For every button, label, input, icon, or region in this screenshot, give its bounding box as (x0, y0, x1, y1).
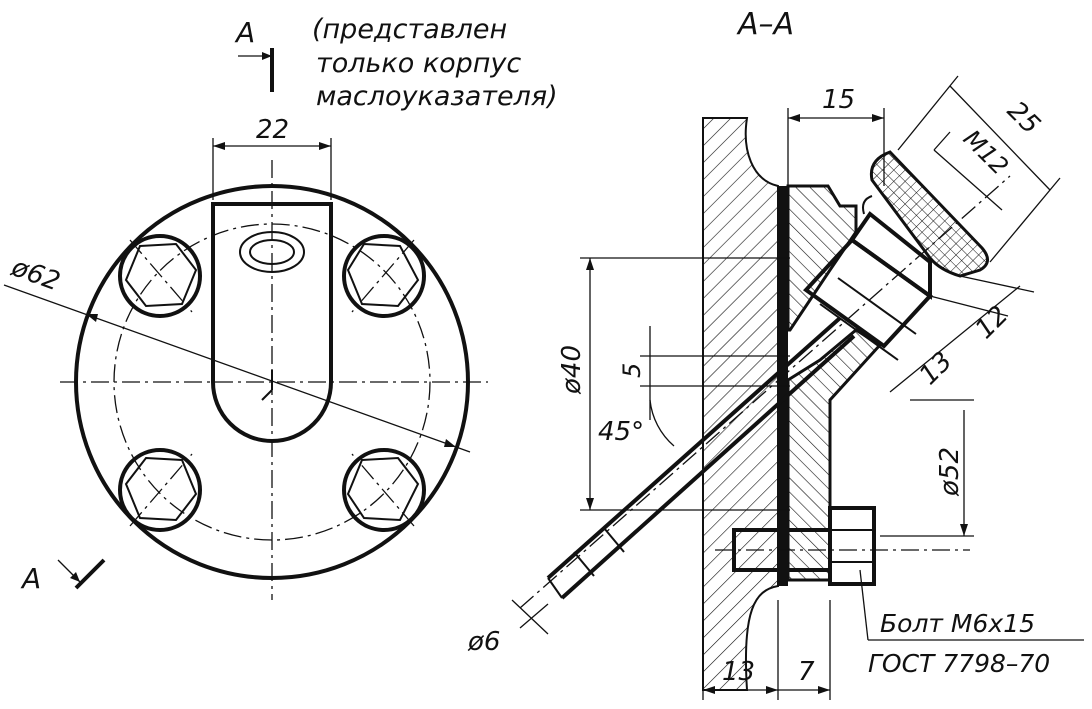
dimension-45deg-label: 45° (598, 417, 644, 447)
dimension-m12-label: M12 (958, 124, 1014, 180)
knurled-knob (849, 150, 989, 300)
dimension-7-label: 7 (798, 657, 815, 687)
dimension-d40: ø40 (557, 257, 790, 511)
dimension-d62: ø62 (3, 252, 471, 453)
view-marker-bottom: A (20, 558, 106, 595)
bolt-callout: Болт M6x15 ГОСТ 7798–70 (859, 569, 1084, 678)
dimension-12-13: 12 13 (889, 275, 1035, 393)
dimension-25-label: 25 (1001, 96, 1046, 141)
view-marker-top: A (234, 16, 274, 92)
dimension-15-label: 15 (822, 85, 855, 115)
flange-body (786, 184, 858, 332)
dimension-12-label: 12 (970, 300, 1015, 345)
dimension-d6-label: ø6 (467, 627, 500, 657)
dimension-5-label: 5 (618, 363, 646, 378)
dimension-d52-label: ø52 (935, 447, 965, 497)
dimension-m12: M12 (933, 124, 1014, 211)
note-line-3: маслоуказателя) (316, 81, 558, 112)
bolt-head-bottom-right (342, 448, 426, 532)
dimension-13-bottom-label: 13 (722, 657, 755, 687)
bolt-head-top-left (118, 234, 202, 318)
dimension-22: 22 (212, 115, 332, 200)
view-marker-bottom-label: A (20, 562, 41, 595)
view-marker-top-label: A (234, 16, 255, 49)
dimension-13-right-label: 13 (914, 346, 959, 391)
dimension-d6: ø6 (467, 599, 549, 657)
bolt-head-bottom-left (118, 448, 202, 532)
flange-bolt (715, 506, 970, 586)
section-view: A–A (467, 7, 1084, 700)
note-line-2: только корпус (316, 48, 521, 79)
dimension-d40-label: ø40 (557, 345, 587, 395)
section-title: A–A (736, 7, 794, 42)
dimension-15: 15 (787, 85, 885, 186)
dimension-d52: ø52 (880, 399, 974, 537)
front-view: 22 ø62 A (3, 115, 488, 600)
dimension-45deg: 45° (598, 399, 675, 447)
callout-line-2: ГОСТ 7798–70 (868, 649, 1050, 678)
dimension-d62-label: ø62 (7, 252, 64, 297)
callout-line-1: Болт M6x15 (880, 609, 1035, 638)
bolt-head-top-right (342, 234, 426, 318)
dimension-22-label: 22 (256, 115, 289, 145)
dimension-bottom: 13 7 (702, 600, 831, 700)
note-line-1: (представлен (312, 14, 507, 45)
drawing-note: (представлен только корпус маслоуказател… (312, 14, 558, 112)
